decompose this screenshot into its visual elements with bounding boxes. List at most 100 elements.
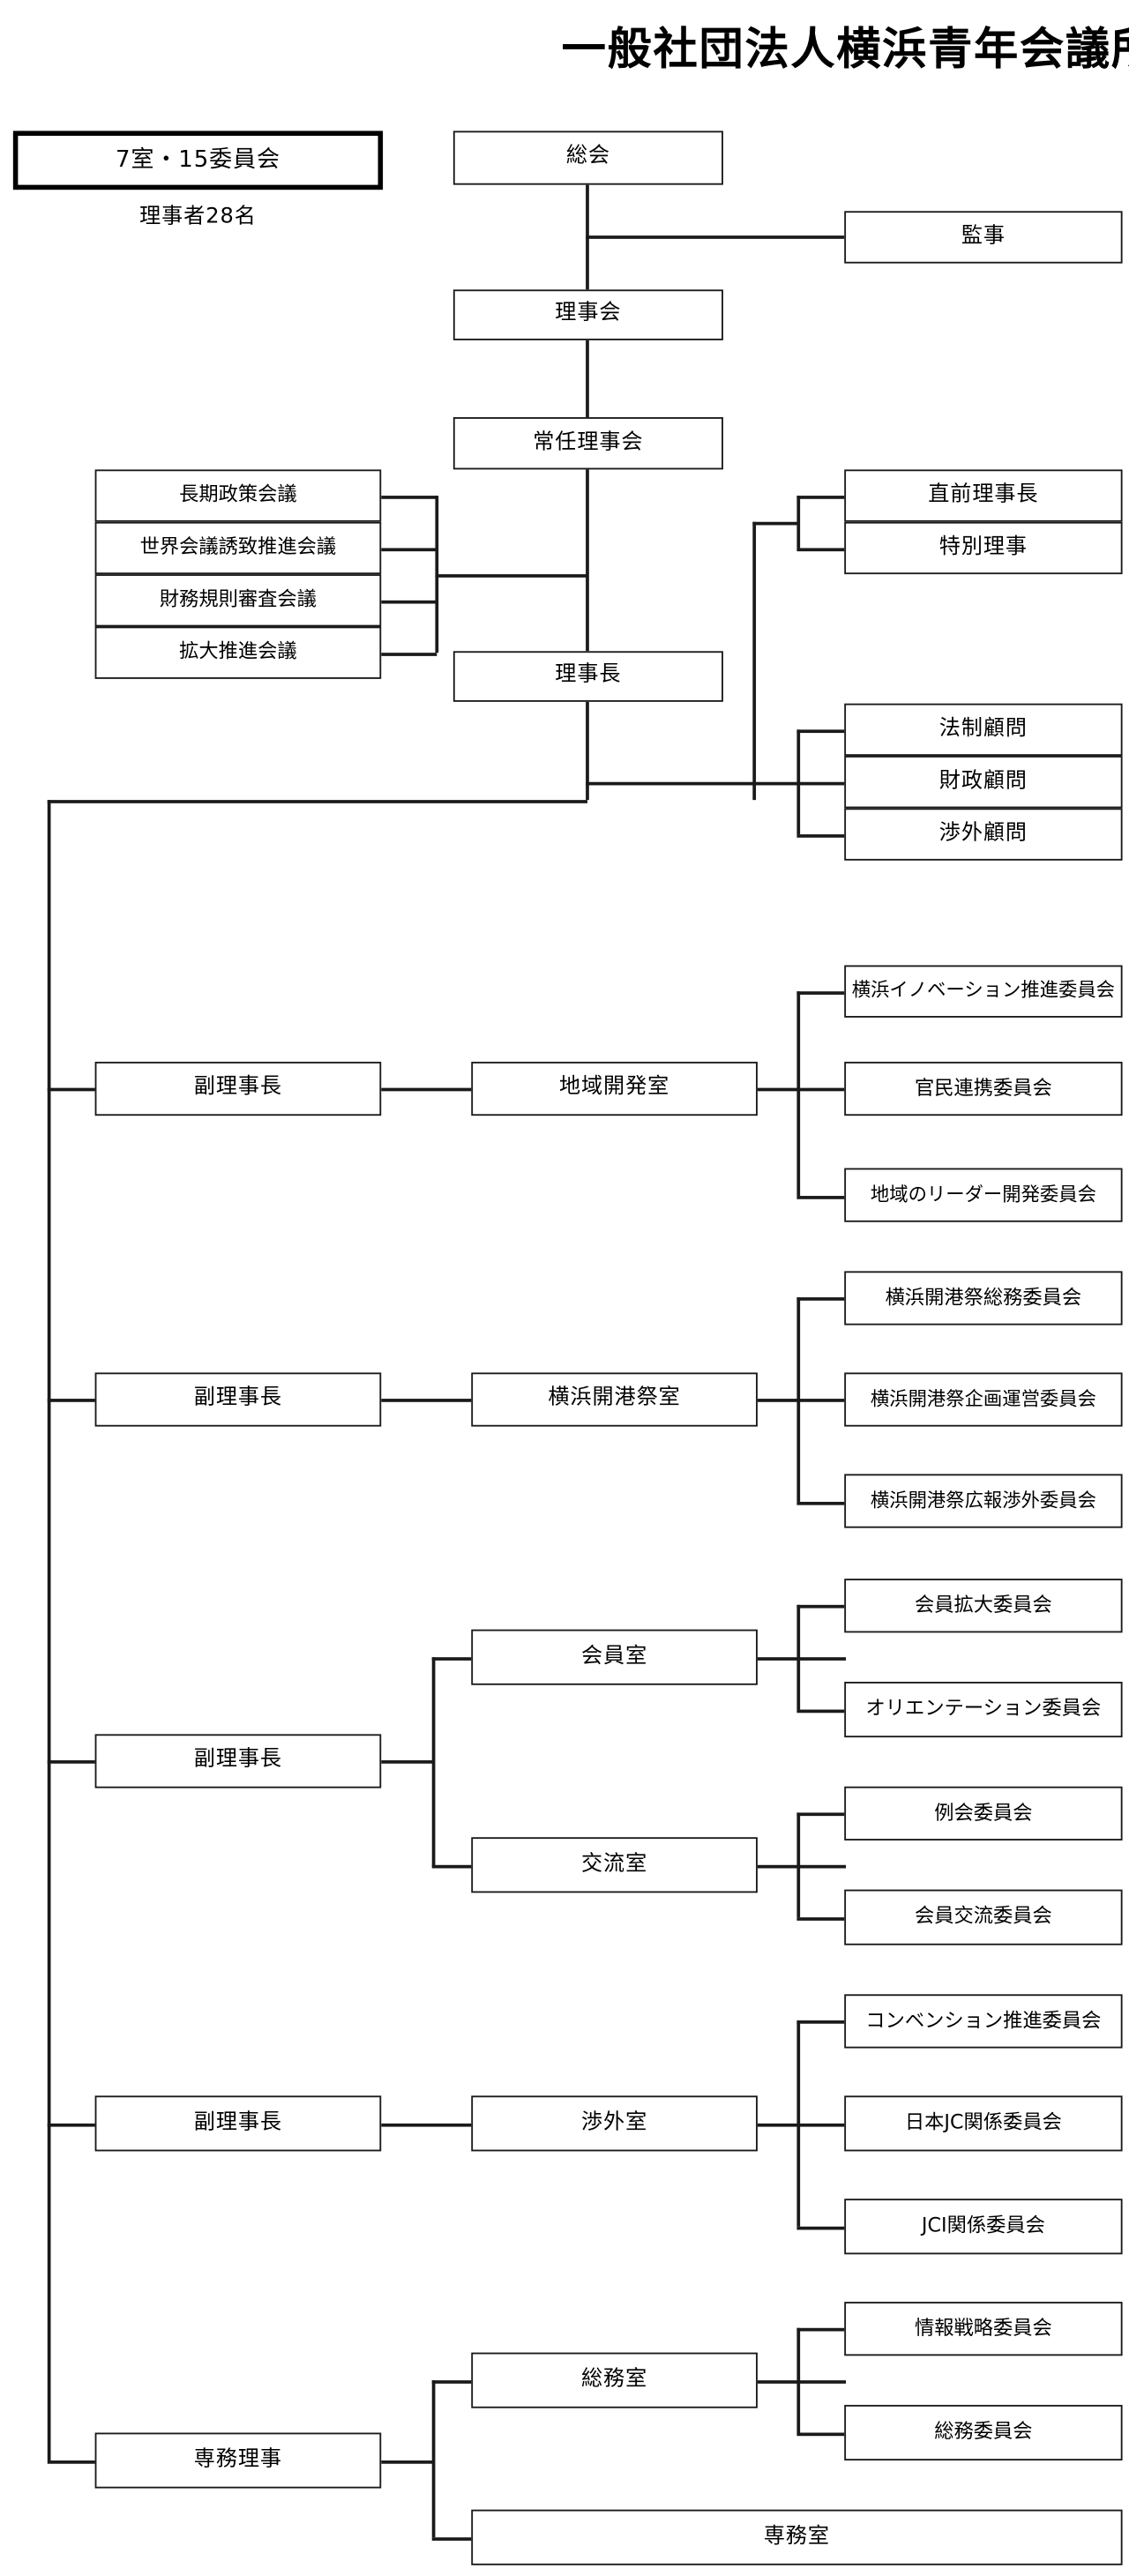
line-room-4-0-stub-1 <box>796 2432 847 2436</box>
line-room-3-to-spine <box>757 2123 847 2126</box>
node-council-1[interactable]: 世界会議誘致推進会議 <box>94 521 382 575</box>
line-board-to-standing <box>586 340 589 418</box>
node-committee-0-0-2[interactable]: 地域のリーダー開発委員会 <box>844 1168 1123 1222</box>
node-advisor-0[interactable]: 法制顧問 <box>844 703 1123 757</box>
line-special-stub-0 <box>796 496 847 499</box>
line-trunk-to-officer-4 <box>47 2460 97 2463</box>
node-committee-3-0-1[interactable]: 日本JC関係委員会 <box>844 2095 1123 2152</box>
line-trunk-to-officer-2 <box>47 1760 97 1764</box>
node-advisor-2[interactable]: 渉外顧問 <box>844 808 1123 861</box>
node-committee-2-0-1[interactable]: オリエンテーション委員会 <box>844 1682 1123 1738</box>
node-room-0-0[interactable]: 地域開発室 <box>471 1061 758 1116</box>
line-officer-1-to-room <box>381 1399 474 1402</box>
node-committee-1-0-0[interactable]: 横浜開港祭総務委員会 <box>844 1271 1123 1325</box>
line-room-2-0-stub-1 <box>796 1709 847 1713</box>
node-general-meeting[interactable]: 総会 <box>452 131 723 185</box>
node-special-director-1[interactable]: 特別理事 <box>844 521 1123 575</box>
node-board-of-directors[interactable]: 理事会 <box>452 289 723 340</box>
node-committee-3-0-0[interactable]: コンベンション推進委員会 <box>844 1994 1123 2049</box>
line-council-stub-2 <box>381 600 437 603</box>
node-officer-3[interactable]: 副理事長 <box>94 2095 382 2152</box>
node-committee-2-0-0[interactable]: 会員拡大委員会 <box>844 1579 1123 1633</box>
line-room-3-stub-2 <box>796 2226 847 2229</box>
line-room-2-1-stub-1 <box>796 1917 847 1921</box>
line-president-down <box>586 701 589 801</box>
summary-directors-note: 理事者28名 <box>139 204 257 229</box>
line-room-1-stub-0 <box>796 1297 847 1301</box>
line-officer-3-to-room <box>381 2123 474 2126</box>
line-advisor-stub-1 <box>796 781 847 785</box>
node-officer-0[interactable]: 副理事長 <box>94 1061 382 1116</box>
node-officer-2[interactable]: 副理事長 <box>94 1734 382 1788</box>
line-room-2-1-to-spine <box>757 1864 847 1868</box>
node-room-1-0[interactable]: 横浜開港祭室 <box>471 1372 758 1427</box>
line-council-to-trunk <box>435 574 587 578</box>
line-officer-4-spine <box>431 2380 435 2538</box>
node-committee-4-0-1[interactable]: 総務委員会 <box>844 2404 1123 2461</box>
node-council-3[interactable]: 拡大推進会議 <box>94 626 382 679</box>
node-room-2-0[interactable]: 会員室 <box>471 1629 758 1685</box>
node-room-4-0[interactable]: 総務室 <box>471 2352 758 2408</box>
line-room-0-stub-2 <box>796 1196 847 1199</box>
line-trunk-vertical <box>47 800 50 2461</box>
line-president-to-advisors <box>586 781 799 785</box>
line-room-0-to-spine <box>757 1087 847 1091</box>
line-room-0-spine <box>796 991 800 1197</box>
line-room-1-stub-2 <box>796 1501 847 1505</box>
line-council-stub-1 <box>381 548 437 551</box>
line-officer-2-stub-room-0 <box>431 1657 475 1661</box>
line-room-4-0-stub-0 <box>796 2327 847 2331</box>
line-officer-2-spine <box>431 1657 435 1867</box>
node-room-2-1[interactable]: 交流室 <box>471 1837 758 1893</box>
node-committee-0-0-0[interactable]: 横浜イノベーション推進委員会 <box>844 965 1123 1018</box>
node-committee-2-1-1[interactable]: 会員交流委員会 <box>844 1889 1123 1945</box>
node-committee-1-0-1[interactable]: 横浜開港祭企画運営委員会 <box>844 1372 1123 1427</box>
node-committee-2-1-0[interactable]: 例会委員会 <box>844 1786 1123 1841</box>
node-special-director-0[interactable]: 直前理事長 <box>844 469 1123 522</box>
line-officer-2-to-spine <box>381 1760 434 1764</box>
node-advisor-1[interactable]: 財政顧問 <box>844 756 1123 809</box>
node-council-0[interactable]: 長期政策会議 <box>94 469 382 522</box>
line-room-0-stub-0 <box>796 991 847 995</box>
line-room-2-1-stub-0 <box>796 1812 847 1816</box>
line-trunk-top <box>47 800 587 803</box>
line-trunk-to-officer-3 <box>47 2123 97 2126</box>
node-committee-1-0-2[interactable]: 横浜開港祭広報渉外委員会 <box>844 1474 1123 1528</box>
node-officer-4[interactable]: 専務理事 <box>94 2432 382 2489</box>
line-advisor-stub-2 <box>796 834 847 838</box>
line-advisor-stub-0 <box>796 729 847 733</box>
node-president[interactable]: 理事長 <box>452 651 723 702</box>
line-room-2-0-stub-0 <box>796 1604 847 1608</box>
line-special-riser <box>752 521 756 801</box>
line-officer-4-to-spine <box>381 2460 434 2463</box>
node-committee-0-0-1[interactable]: 官民連携委員会 <box>844 1061 1123 1116</box>
line-officer-4-stub-room-0 <box>431 2380 475 2384</box>
node-council-2[interactable]: 財務規則審査会議 <box>94 574 382 627</box>
node-officer-1[interactable]: 副理事長 <box>94 1372 382 1427</box>
line-officer-2-stub-room-1 <box>431 1864 475 1868</box>
node-auditor[interactable]: 監事 <box>844 211 1123 264</box>
line-meeting-to-auditor <box>586 235 845 239</box>
summary-rooms-committees-box: 7室・15委員会 <box>12 131 384 190</box>
node-room-4-1[interactable]: 専務室 <box>471 2509 1123 2565</box>
line-trunk-to-officer-1 <box>47 1399 97 1402</box>
node-room-3-0[interactable]: 渉外室 <box>471 2095 758 2152</box>
line-trunk-to-officer-0 <box>47 1087 97 1091</box>
line-room-4-0-to-spine <box>757 2380 847 2384</box>
line-room-2-0-to-spine <box>757 1657 847 1661</box>
line-officer-0-to-room <box>381 1087 474 1091</box>
line-special-stub-1 <box>796 548 847 551</box>
line-advisor-spine <box>796 729 800 835</box>
line-standing-to-president <box>586 469 589 652</box>
line-special-join <box>752 521 799 525</box>
line-council-stub-0 <box>381 496 437 499</box>
page-title: 一般社団法人横浜青年会議所 2017年度組織図 <box>561 24 1129 76</box>
node-committee-4-0-0[interactable]: 情報戦略委員会 <box>844 2302 1123 2356</box>
line-council-stub-3 <box>381 653 437 656</box>
node-committee-3-0-2[interactable]: JCI関係委員会 <box>844 2199 1123 2255</box>
line-room-3-stub-0 <box>796 2020 847 2023</box>
node-standing-board[interactable]: 常任理事会 <box>452 417 723 470</box>
line-officer-4-stub-room-1 <box>431 2537 475 2541</box>
